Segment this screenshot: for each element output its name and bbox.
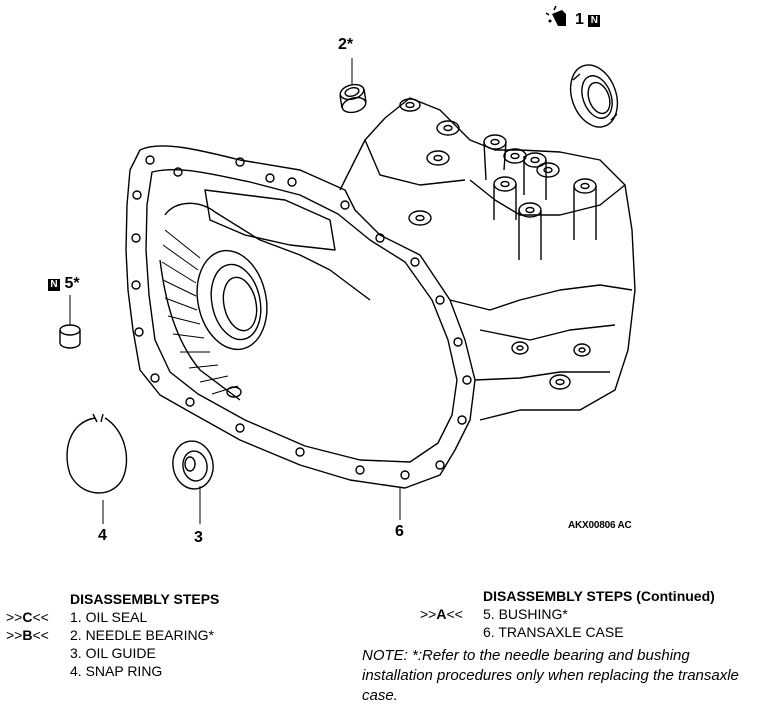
- step-row: 4. SNAP RING: [6, 662, 306, 680]
- step-text: 1. OIL SEAL: [70, 609, 148, 625]
- lubricant-icon: [545, 5, 566, 26]
- step-text: 3. OIL GUIDE: [70, 645, 156, 661]
- step-procedure-ref: >>C<<: [6, 609, 49, 625]
- oil-seal-part: [569, 64, 619, 128]
- step-row: 3. OIL GUIDE: [6, 644, 306, 662]
- step-text: 5. BUSHING*: [483, 606, 568, 622]
- snap-ring-part: [66, 413, 128, 494]
- callout-1: 1 N: [575, 11, 601, 28]
- step-procedure-ref: >>B<<: [6, 627, 49, 643]
- callout-3: 3: [194, 529, 203, 546]
- step-text: 4. SNAP RING: [70, 663, 163, 679]
- bushing-part: [59, 324, 81, 349]
- oil-guide-part: [172, 440, 214, 490]
- steps-right-header: DISASSEMBLY STEPS (Continued): [483, 588, 715, 604]
- step-row: >>C<< 1. OIL SEAL: [6, 608, 306, 626]
- callout-6: 6: [395, 523, 404, 540]
- callout-5: N 5*: [48, 276, 80, 292]
- needle-bearing-part: [339, 83, 367, 114]
- transaxle-case: [125, 97, 636, 489]
- disassembly-steps-right: DISASSEMBLY STEPS (Continued) >>A<< 5. B…: [420, 587, 755, 641]
- new-part-badge-1: N: [588, 15, 601, 27]
- transaxle-case-exploded-view: [59, 5, 636, 524]
- step-procedure-ref: >>A<<: [420, 606, 463, 622]
- step-row: 6. TRANSAXLE CASE: [420, 623, 755, 641]
- figure-code: AKX00806 AC: [568, 520, 632, 531]
- callout-1-number: 1: [575, 11, 584, 28]
- callout-4: 4: [98, 527, 107, 544]
- leader-lines: [69, 58, 401, 524]
- step-row: >>B<< 2. NEEDLE BEARING*: [6, 626, 306, 644]
- steps-left-header: DISASSEMBLY STEPS: [70, 591, 220, 607]
- callout-5-number: 5*: [64, 275, 80, 292]
- disassembly-steps-left: DISASSEMBLY STEPS >>C<< 1. OIL SEAL >>B<…: [6, 590, 306, 680]
- note-text: NOTE: *:Refer to the needle bearing and …: [362, 647, 739, 704]
- step-row: >>A<< 5. BUSHING*: [420, 605, 755, 623]
- callout-2: 2*: [338, 36, 354, 53]
- step-text: 6. TRANSAXLE CASE: [483, 624, 624, 640]
- new-part-badge-5: N: [48, 279, 60, 291]
- step-text: 2. NEEDLE BEARING*: [70, 627, 214, 643]
